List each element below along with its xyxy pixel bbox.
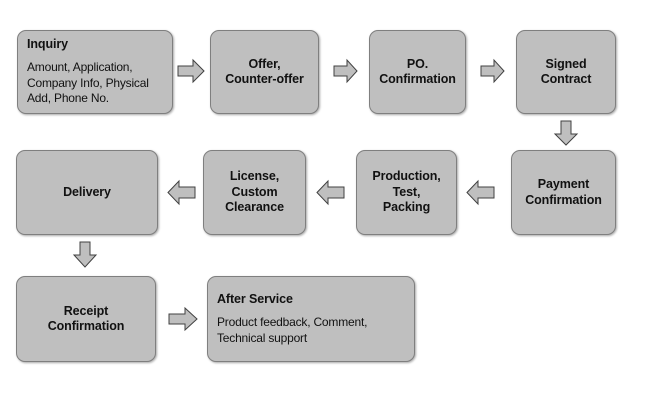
node-production-test-packing[interactable]: Production, Test, Packing (356, 150, 457, 235)
node-po-confirmation-title: PO. Confirmation (379, 56, 456, 87)
arrow-signed-contract-to-payment (552, 120, 580, 146)
arrow-po-to-signed-contract (480, 58, 505, 84)
node-receipt-confirmation[interactable]: Receipt Confirmation (16, 276, 156, 362)
node-inquiry-body: Amount, Application, Company Info, Physi… (27, 60, 149, 106)
arrow-delivery-to-receipt (71, 241, 99, 268)
arrow-offer-to-po (333, 58, 358, 84)
node-offer-title: Offer, Counter-offer (225, 56, 304, 87)
node-production-test-packing-title: Production, Test, Packing (372, 169, 441, 215)
arrow-license-to-delivery (167, 179, 196, 206)
arrow-receipt-to-after-service (168, 305, 198, 333)
node-delivery[interactable]: Delivery (16, 150, 158, 235)
node-inquiry[interactable]: Inquiry Amount, Application, Company Inf… (17, 30, 173, 114)
node-signed-contract-title: Signed Contract (540, 56, 592, 87)
node-license-custom-clearance[interactable]: License, Custom Clearance (203, 150, 306, 235)
node-signed-contract[interactable]: Signed Contract (516, 30, 616, 114)
node-inquiry-title: Inquiry (27, 37, 68, 52)
arrow-payment-to-production (466, 179, 495, 206)
node-payment-confirmation[interactable]: Payment Confirmation (511, 150, 616, 235)
node-receipt-confirmation-title: Receipt Confirmation (47, 303, 125, 334)
node-after-service[interactable]: After Service Product feedback, Comment,… (207, 276, 415, 362)
node-delivery-title: Delivery (63, 184, 111, 199)
node-payment-confirmation-title: Payment Confirmation (525, 177, 602, 207)
node-after-service-title: After Service (217, 292, 293, 306)
node-offer[interactable]: Offer, Counter-offer (210, 30, 319, 114)
node-license-custom-clearance-title: License, Custom Clearance (225, 169, 284, 215)
arrow-production-to-license (316, 179, 345, 206)
node-after-service-body: Product feedback, Comment, Technical sup… (217, 315, 368, 345)
arrow-inquiry-to-offer (177, 57, 205, 85)
node-po-confirmation[interactable]: PO. Confirmation (369, 30, 466, 114)
